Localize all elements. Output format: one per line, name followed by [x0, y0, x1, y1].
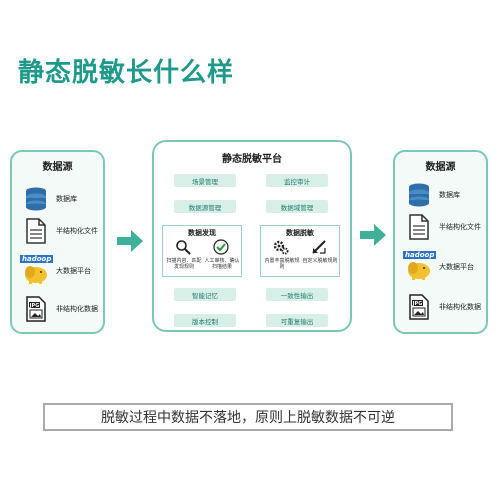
gears-icon [273, 240, 289, 255]
left-item-database: 数据库 [22, 184, 77, 214]
left-item-semi-structured: 半结构化文件 [22, 216, 98, 246]
left-panel-title: 数据源 [42, 162, 73, 173]
masking-title: 数据脱敏 [286, 229, 314, 237]
left-item-semi-structured-label: 半结构化文件 [56, 227, 98, 235]
masking-platform-panel: 静态脱敏平台 场景管理 数据源管理 监控审计 数据域管理 数据发现 扫描内容、匹… [152, 140, 352, 332]
bottom-note: 脱敏过程中数据不落地，原则上脱敏数据不可逆 [43, 403, 453, 431]
jpg-icon-text: JPG [412, 301, 423, 307]
pen-ruler-icon [312, 240, 326, 254]
right-item-bigdata: hadoop 大数据平台 [403, 251, 474, 282]
pill-monitor-audit: 监控审计 [266, 174, 328, 187]
hadoop-logo-text: hadoop [20, 255, 54, 263]
document-icon [405, 213, 433, 241]
pill-scene-management: 场景管理 [174, 174, 236, 187]
left-item-bigdata: hadoop 大数据平台 [20, 255, 91, 286]
left-item-bigdata-label: 大数据平台 [56, 267, 91, 275]
jpg-file-icon: JPG [22, 295, 50, 323]
right-item-database-label: 数据库 [439, 191, 460, 199]
discovery-item-review: 人工审核、确认扫描结果 [204, 258, 240, 270]
left-item-unstructured-label: 非结构化数据 [56, 305, 98, 313]
database-icon [22, 185, 50, 213]
page-title: 静态脱敏长什么样 [18, 58, 235, 88]
right-item-database: 数据库 [405, 180, 460, 210]
document-icon [22, 217, 50, 245]
hadoop-elephant-icon: hadoop [20, 255, 54, 285]
hadoop-elephant-icon: hadoop [403, 251, 437, 281]
masking-box: 数据脱敏 内置丰富脱敏规则 自定义脱敏规则 [260, 225, 340, 277]
pill-consistent-output: 一致性输出 [266, 288, 328, 301]
arrow-right-icon [117, 230, 143, 252]
left-item-database-label: 数据库 [56, 195, 77, 203]
masking-item-custom: 自定义脱敏规则 [302, 258, 338, 264]
pill-datasource-management: 数据源管理 [174, 200, 236, 213]
pill-version-control: 版本控制 [174, 314, 236, 327]
pill-repeatable-output: 可重复输出 [266, 314, 328, 327]
right-item-unstructured-label: 非结构化数据 [439, 303, 481, 311]
right-data-source-panel: 数据源 数据库 半结构化文件 [393, 150, 488, 334]
masking-item-builtin: 内置丰富脱敏规则 [264, 258, 300, 270]
right-item-semi-structured: 半结构化文件 [405, 212, 481, 242]
discovery-title: 数据发现 [188, 229, 216, 237]
left-item-unstructured: JPG 非结构化数据 [22, 294, 98, 324]
right-panel-title: 数据源 [425, 162, 456, 173]
jpg-file-icon: JPG [405, 293, 433, 321]
platform-title: 静态脱敏平台 [222, 154, 282, 165]
right-item-unstructured: JPG 非结构化数据 [405, 292, 481, 322]
discovery-item-scan: 扫描内容、匹配发现规则 [166, 258, 202, 270]
left-data-source-panel: 数据源 数据库 半结构化文件 [10, 150, 105, 334]
jpg-icon-text: JPG [29, 303, 40, 309]
right-item-bigdata-label: 大数据平台 [439, 263, 474, 271]
pill-domain-management: 数据域管理 [266, 200, 328, 213]
database-icon [405, 181, 433, 209]
right-item-semi-structured-label: 半结构化文件 [439, 223, 481, 231]
magnifier-icon [176, 240, 191, 255]
pill-smart-memory: 智能记忆 [174, 288, 236, 301]
check-circle-icon [213, 239, 229, 255]
hadoop-logo-text: hadoop [403, 251, 437, 259]
discovery-box: 数据发现 扫描内容、匹配发现规则 人工审核、确认扫描结果 [162, 225, 242, 277]
arrow-right-icon [360, 224, 386, 246]
